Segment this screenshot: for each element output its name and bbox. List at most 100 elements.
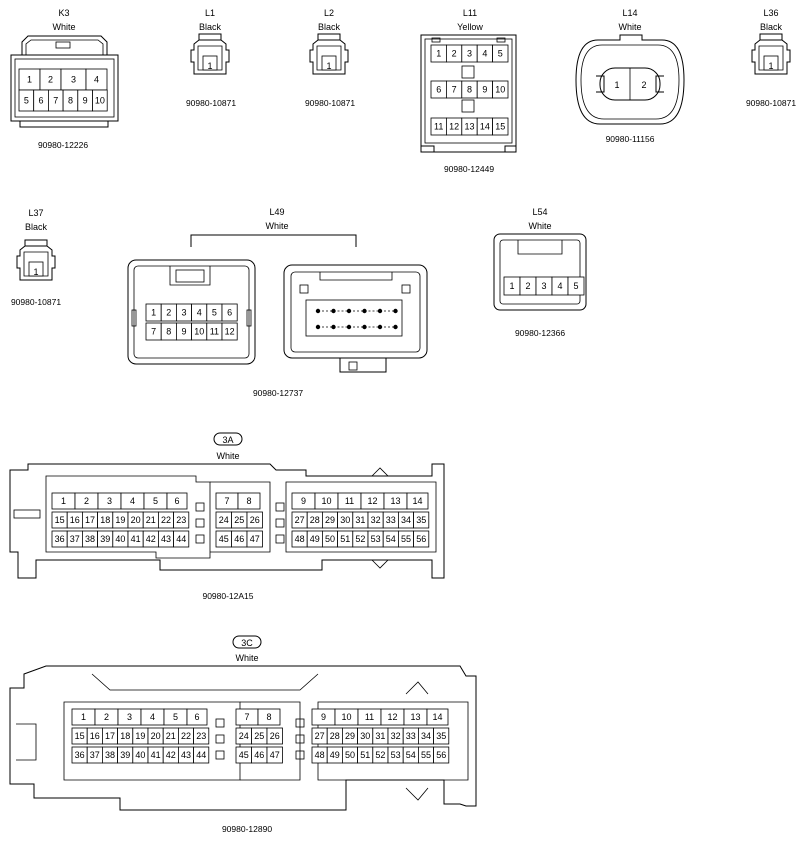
- pin-label: 8: [266, 712, 271, 722]
- pin-label: 11: [345, 496, 354, 506]
- pin-label: 15: [55, 515, 65, 525]
- pin-label: 43: [181, 750, 191, 760]
- pin-label: 5: [212, 308, 217, 318]
- pin-label: 55: [401, 534, 411, 544]
- pin-cell: [237, 492, 261, 510]
- k3-code: K3: [58, 8, 69, 18]
- pin-label: 8: [467, 85, 472, 95]
- male-pin-dot: [393, 324, 398, 330]
- latch-square: [295, 718, 305, 728]
- pin-label: 3: [541, 281, 546, 291]
- pin-label: 1: [61, 496, 66, 506]
- pin-label: 9: [181, 327, 186, 337]
- pin-label: 51: [360, 750, 370, 760]
- pin-label: 3: [71, 75, 76, 85]
- pin-cell: [193, 746, 210, 764]
- l1-code: L1: [205, 8, 215, 18]
- pin-cell: [492, 117, 509, 136]
- pin-label: 1: [509, 281, 514, 291]
- pin-label: 16: [70, 515, 80, 525]
- l54-part-number: 90980-12366: [515, 328, 565, 338]
- pin-label: 22: [161, 515, 171, 525]
- pin-label: 34: [421, 731, 431, 741]
- pin-label: 7: [53, 96, 58, 106]
- l37-pin: 1: [33, 267, 38, 277]
- pin-label: 28: [330, 731, 340, 741]
- pin-label: 12: [387, 712, 397, 722]
- latch-square: [195, 502, 205, 512]
- l54-housing: [493, 233, 587, 311]
- pin-cell: [166, 492, 188, 510]
- l1-housing: [190, 33, 230, 75]
- 3c-code: 3C: [241, 638, 253, 648]
- pin-label: 26: [270, 731, 280, 741]
- l37-part-number: 90980-10871: [11, 297, 61, 307]
- pin-label: 11: [210, 327, 219, 337]
- pin-label: 55: [421, 750, 431, 760]
- latch-square: [215, 734, 225, 744]
- pin-label: 1: [27, 75, 32, 85]
- pin-label: 45: [239, 750, 249, 760]
- l14-pin-2: 2: [641, 80, 646, 90]
- pin-label: 33: [386, 515, 396, 525]
- pin-label: 2: [166, 308, 171, 318]
- pin-label: 41: [131, 534, 141, 544]
- pin-label: 2: [48, 75, 53, 85]
- l36-part-number: 90980-10871: [746, 98, 796, 108]
- pin-label: 35: [416, 515, 426, 525]
- pin-label: 36: [55, 534, 65, 544]
- pin-label: 6: [436, 85, 441, 95]
- pin-label: 30: [340, 515, 350, 525]
- l2-housing: [309, 33, 349, 75]
- pin-label: 9: [321, 712, 326, 722]
- pin-label: 38: [85, 534, 95, 544]
- pin-label: 14: [480, 122, 490, 132]
- pin-label: 14: [432, 712, 442, 722]
- pin-label: 6: [227, 308, 232, 318]
- pin-label: 3: [127, 712, 132, 722]
- pin-label: 2: [104, 712, 109, 722]
- latch-square: [275, 534, 285, 544]
- pin-label: 40: [135, 750, 145, 760]
- pin-label: 38: [105, 750, 115, 760]
- pin-label: 2: [84, 496, 89, 506]
- l11-housing: [420, 34, 517, 153]
- latch-square: [295, 750, 305, 760]
- l49-female-housing: [127, 259, 256, 365]
- pin-label: 36: [75, 750, 85, 760]
- pin-label: 50: [345, 750, 355, 760]
- pin-cell: [221, 322, 238, 341]
- pin-label: 51: [340, 534, 350, 544]
- pin-label: 15: [495, 122, 505, 132]
- pin-label: 47: [270, 750, 280, 760]
- pin-label: 49: [330, 750, 340, 760]
- 3a-housing: [9, 463, 445, 579]
- pin-label: 9: [482, 85, 487, 95]
- pin-label: 6: [174, 496, 179, 506]
- pin-label: 45: [219, 534, 229, 544]
- pin-cell: [266, 727, 283, 745]
- pin-label: 10: [341, 712, 351, 722]
- pin-label: 43: [161, 534, 171, 544]
- pin-label: 11: [434, 122, 443, 132]
- pin-cell: [246, 530, 263, 548]
- pin-label: 13: [464, 122, 474, 132]
- pin-label: 18: [120, 731, 130, 741]
- pin-cell: [257, 708, 281, 726]
- k3-part-number: 90980-12226: [38, 140, 88, 150]
- pin-label: 48: [295, 534, 305, 544]
- l49-code: L49: [269, 207, 284, 217]
- l14-color: White: [618, 22, 641, 32]
- pin-label: 52: [375, 750, 385, 760]
- connector-l14: L14 White 1 2 90980-11156: [575, 8, 685, 144]
- pin-label: 5: [24, 96, 29, 106]
